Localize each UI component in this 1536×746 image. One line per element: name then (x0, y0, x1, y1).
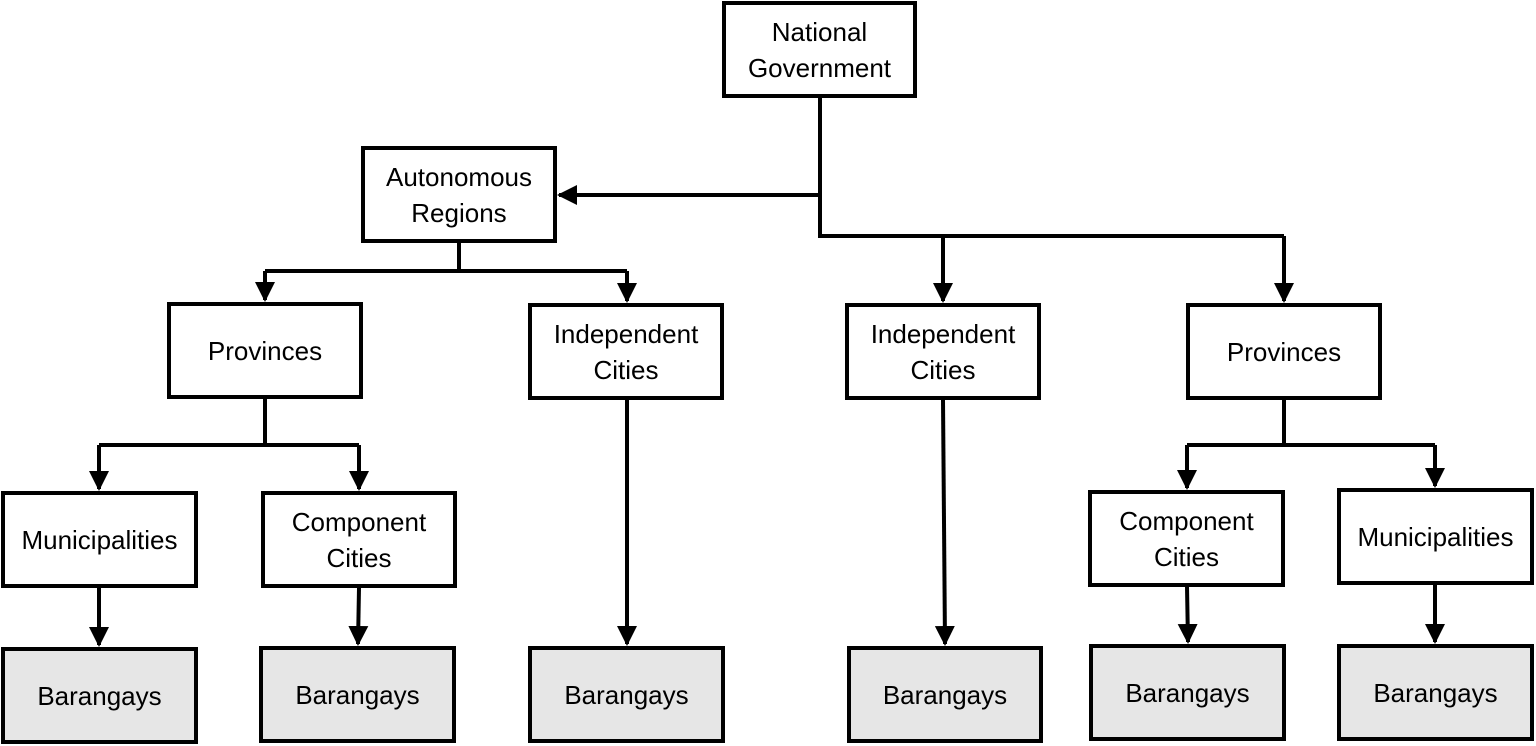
node-barangays-6: Barangays (1337, 644, 1534, 741)
edge-independent-cities-right-to-barangays (934, 399, 955, 646)
node-independent-cities-right: Independent Cities (845, 303, 1041, 400)
node-municipalities-right: Municipalities (1337, 488, 1534, 585)
edge-autonomous-regions-trunk (265, 243, 627, 273)
edge-component-cities-right-to-barangays (1177, 586, 1198, 644)
edge-national-trunk (818, 195, 1284, 238)
edge-provinces-left-trunk (99, 399, 359, 447)
node-barangays-5: Barangays (1089, 644, 1286, 741)
node-barangays-1: Barangays (1, 647, 198, 744)
node-barangays-3: Barangays (528, 646, 725, 743)
node-independent-cities-left: Independent Cities (528, 303, 724, 400)
node-national-government: National Government (722, 1, 917, 98)
edge-component-cities-left-to-barangays (348, 587, 369, 646)
node-provinces-right: Provinces (1186, 303, 1382, 400)
node-barangays-4: Barangays (847, 646, 1043, 743)
node-component-cities-left: Component Cities (261, 491, 457, 588)
edge-national-to-autonomous-regions (557, 98, 822, 205)
edge-provinces-right-trunk (1187, 400, 1435, 447)
node-autonomous-regions: Autonomous Regions (361, 146, 557, 243)
node-provinces-left: Provinces (167, 302, 363, 399)
node-municipalities-left: Municipalities (1, 491, 198, 588)
node-barangays-2: Barangays (259, 646, 456, 743)
node-component-cities-right: Component Cities (1088, 490, 1285, 587)
